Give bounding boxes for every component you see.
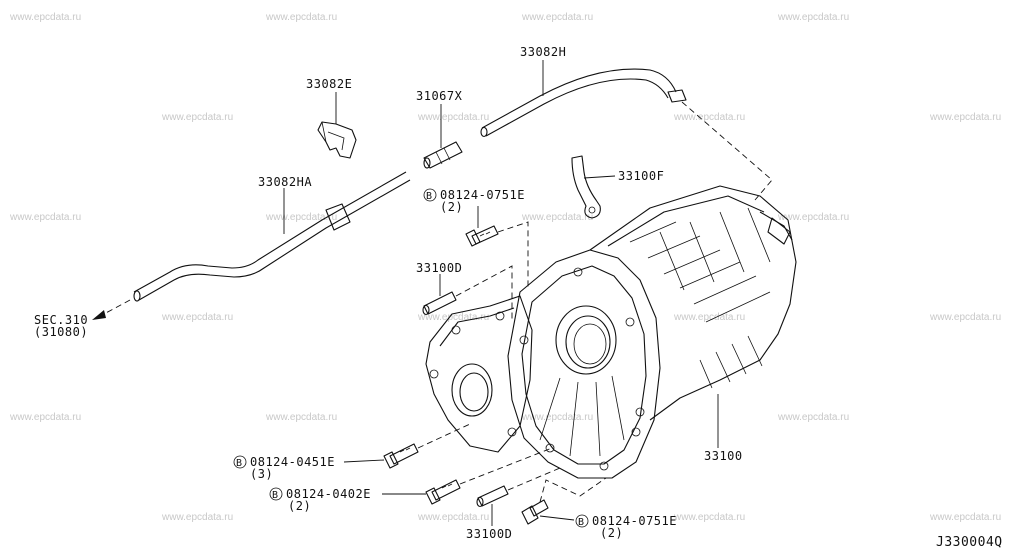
watermark: www.epcdata.ru bbox=[521, 212, 593, 223]
assembly-line bbox=[497, 221, 529, 290]
transfer-case-33100[interactable] bbox=[425, 185, 797, 479]
part-label-08124-0402e[interactable]: 08124-0402E bbox=[286, 487, 371, 501]
assembly-line bbox=[103, 299, 131, 315]
part-label-33100d-lower[interactable]: 33100D bbox=[466, 527, 512, 541]
watermark: www.epcdata.ru bbox=[9, 212, 81, 223]
bolt-marker-letter: B bbox=[236, 458, 243, 469]
dowel-33100d-upper[interactable] bbox=[422, 291, 457, 316]
watermark: www.epcdata.ru bbox=[673, 512, 745, 523]
watermark: www.epcdata.ru bbox=[777, 412, 849, 423]
watermark: www.epcdata.ru bbox=[161, 312, 233, 323]
watermark: www.epcdata.ru bbox=[417, 312, 489, 323]
leader-line bbox=[583, 175, 616, 179]
bolt-08124-0402e[interactable] bbox=[425, 479, 461, 505]
bolt-marker-icon bbox=[233, 455, 247, 469]
part-label-33082ha[interactable]: 33082HA bbox=[258, 175, 312, 189]
bolt-marker-icon bbox=[575, 514, 589, 528]
part-label-31067x[interactable]: 31067X bbox=[416, 89, 463, 103]
watermark: www.epcdata.ru bbox=[929, 112, 1001, 123]
watermark: www.epcdata.ru bbox=[417, 512, 489, 523]
part-label-33082h[interactable]: 33082H bbox=[520, 45, 566, 59]
watermark: www.epcdata.ru bbox=[929, 512, 1001, 523]
part-label-33100[interactable]: 33100 bbox=[704, 449, 743, 463]
part-label-33082e[interactable]: 33082E bbox=[306, 77, 352, 91]
bracket-33100f[interactable] bbox=[571, 155, 601, 219]
watermark: www.epcdata.ru bbox=[673, 312, 745, 323]
bolt-marker-icon bbox=[269, 487, 283, 501]
diagram-code: J330004Q bbox=[936, 535, 1003, 550]
part-label-33100d-upper[interactable]: 33100D bbox=[416, 261, 462, 275]
assembly-line bbox=[539, 477, 607, 503]
clip-33082e[interactable] bbox=[317, 121, 357, 159]
part-label-08124-0751e-upper[interactable]: 08124-0751E bbox=[440, 188, 525, 202]
watermark: www.epcdata.ru bbox=[521, 412, 593, 423]
watermark: www.epcdata.ru bbox=[265, 212, 337, 223]
hose-33082ha[interactable] bbox=[133, 171, 411, 302]
watermark: www.epcdata.ru bbox=[777, 12, 849, 23]
watermark: www.epcdata.ru bbox=[265, 12, 337, 23]
watermark-layer: www.epcdata.ru www.epcdata.ru www.epcdat… bbox=[9, 12, 1001, 523]
watermark: www.epcdata.ru bbox=[161, 112, 233, 123]
leader-line bbox=[539, 515, 575, 521]
bolt-marker-letter: B bbox=[578, 517, 585, 528]
part-quantity: (2) bbox=[440, 200, 463, 214]
watermark: www.epcdata.ru bbox=[161, 512, 233, 523]
watermark: www.epcdata.ru bbox=[9, 12, 81, 23]
leader-line bbox=[343, 459, 385, 463]
bolt-08124-0451e[interactable] bbox=[383, 443, 419, 469]
connector-31067x[interactable] bbox=[423, 141, 463, 169]
bolt-marker-icon bbox=[423, 188, 437, 202]
bolt-marker-letter: B bbox=[426, 191, 433, 202]
assembly-line bbox=[459, 447, 553, 485]
part-quantity: (2) bbox=[288, 499, 311, 513]
section-reference[interactable]: SEC.310 bbox=[34, 313, 88, 327]
assembly-line bbox=[455, 265, 513, 322]
part-label-33100f[interactable]: 33100F bbox=[618, 169, 664, 183]
section-reference-part[interactable]: (31080) bbox=[34, 325, 88, 339]
part-label-08124-0451e[interactable]: 08124-0451E bbox=[250, 455, 335, 469]
watermark: www.epcdata.ru bbox=[777, 212, 849, 223]
part-label-08124-0751e-lower[interactable]: 08124-0751E bbox=[592, 514, 677, 528]
part-quantity: (3) bbox=[250, 467, 273, 481]
watermark: www.epcdata.ru bbox=[673, 112, 745, 123]
watermark: www.epcdata.ru bbox=[265, 412, 337, 423]
dowel-33100d-lower[interactable] bbox=[476, 485, 509, 508]
vent-hose-33082h[interactable] bbox=[480, 68, 687, 138]
bolt-08124-0751e-lower[interactable] bbox=[521, 499, 549, 525]
part-quantity: (2) bbox=[600, 526, 623, 540]
assembly-line bbox=[507, 467, 561, 491]
bolt-marker-letter: B bbox=[272, 490, 279, 501]
watermark: www.epcdata.ru bbox=[417, 112, 489, 123]
bolt-08124-0751e-upper[interactable] bbox=[465, 225, 499, 247]
watermark: www.epcdata.ru bbox=[929, 312, 1001, 323]
watermark: www.epcdata.ru bbox=[521, 12, 593, 23]
watermark: www.epcdata.ru bbox=[9, 412, 81, 423]
section-arrow-icon bbox=[92, 310, 106, 320]
